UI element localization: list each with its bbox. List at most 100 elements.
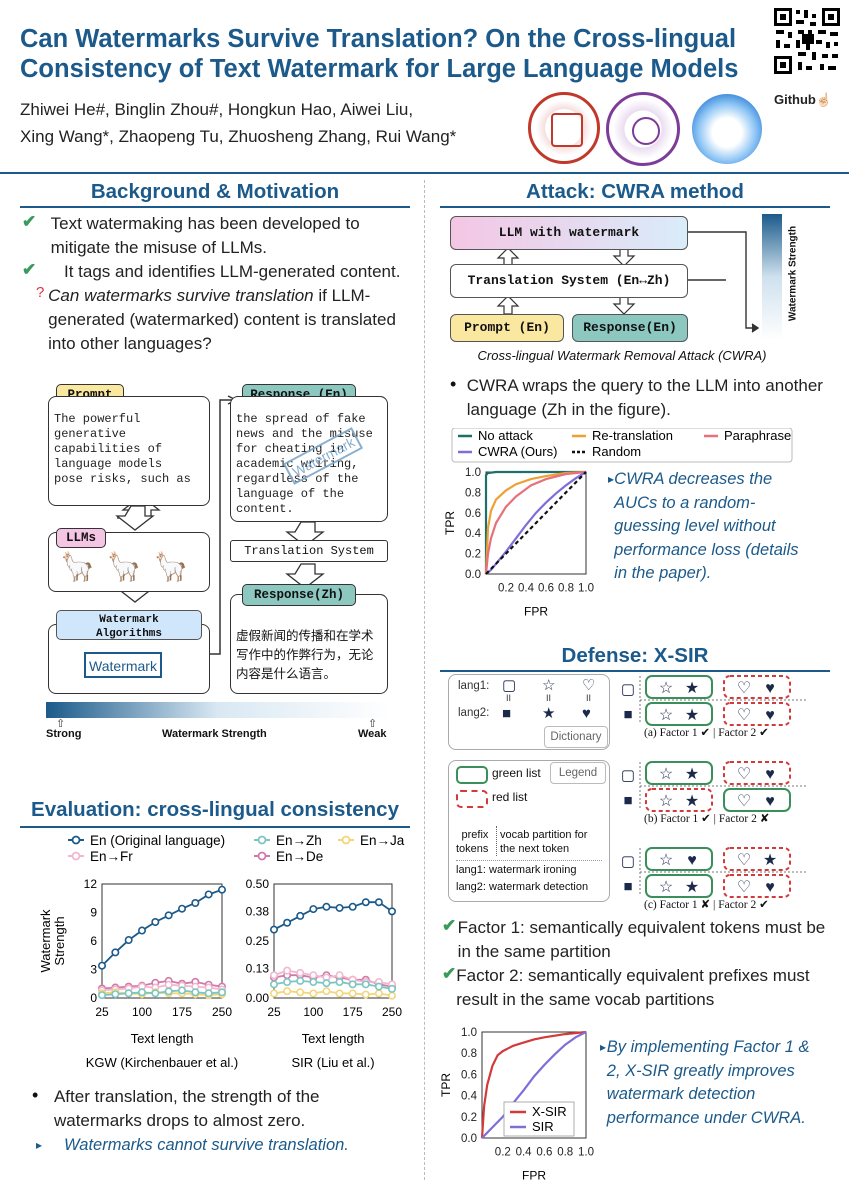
series-line xyxy=(273,990,393,997)
token-glyph: ♥ xyxy=(765,707,775,724)
github-link[interactable]: Github☝🏻 xyxy=(774,92,833,107)
legend-marker xyxy=(341,835,351,845)
square-outline-icon: ▢ xyxy=(621,681,635,698)
green-list-swatch xyxy=(456,766,488,784)
token-glyph: ★ xyxy=(685,766,699,783)
evaluation-note: ▸ Watermarks cannot survive translation. xyxy=(36,1134,416,1158)
legend-marker xyxy=(71,835,81,845)
response-en-box: Response(En) xyxy=(572,314,688,342)
data-point xyxy=(270,971,279,980)
token-glyph: ☆ xyxy=(659,680,673,697)
x-tick-label: 175 xyxy=(343,1005,363,1019)
y-tick-label: 6 xyxy=(90,934,97,948)
lang1-label: lang1: xyxy=(458,680,490,692)
data-point xyxy=(164,987,173,996)
legend-label: X-SIR xyxy=(532,1104,567,1119)
heart-filled-icon: ♥ xyxy=(582,705,591,722)
title-line-1: Can Watermarks Survive Translation? On t… xyxy=(20,25,737,53)
data-point xyxy=(124,936,133,945)
prefix-tokens-label: prefix tokens xyxy=(456,829,489,855)
factor-bullets: ✔ Factor 1: semantically equivalent toke… xyxy=(442,916,832,1012)
series-line-cwra-ours- xyxy=(485,471,587,575)
legend-label: En→Fr xyxy=(90,849,133,864)
green-list-box xyxy=(645,761,713,785)
check-icon: ✔ xyxy=(22,212,37,231)
token-glyph: ☆ xyxy=(659,879,673,896)
data-point xyxy=(124,989,133,998)
data-point xyxy=(283,918,292,927)
data-point xyxy=(283,978,292,987)
strength-label: Watermark Strength xyxy=(162,728,267,740)
data-point xyxy=(348,989,357,998)
data-point xyxy=(309,905,318,914)
legend-label: Paraphrase xyxy=(724,428,791,443)
star-filled-icon: ★ xyxy=(542,705,556,722)
watermark-algorithms-tag: Watermark Algorithms xyxy=(56,610,202,640)
red-list-swatch xyxy=(456,790,488,808)
data-point xyxy=(309,971,318,980)
strength-vertical-label: Watermark Strength xyxy=(787,225,799,322)
x-axis-label: Text length xyxy=(131,1031,194,1046)
green-list-box xyxy=(723,788,791,812)
prompt-box xyxy=(48,396,210,506)
green-list-box xyxy=(645,702,713,726)
data-point xyxy=(98,961,107,970)
response-en-text: the spread of fake news and the misuse f… xyxy=(236,412,373,516)
background-diagram: Prompt The powerful generative capabilit… xyxy=(46,384,392,744)
check-icon: ✔ xyxy=(442,916,457,935)
triangle-icon: ▸ xyxy=(600,1040,607,1054)
y-tick-label: 1.0 xyxy=(461,1027,477,1039)
response-zh-tag: Response(Zh) xyxy=(242,584,356,606)
weak-arrow-icon: ⇧ xyxy=(368,718,378,730)
data-point xyxy=(335,971,344,980)
y-tick-label: 0.4 xyxy=(461,1091,478,1103)
y-tick-label: 0.8 xyxy=(465,487,481,499)
legend-tag: Legend xyxy=(550,762,606,784)
token-glyph: ♥ xyxy=(765,766,775,783)
token-glyph: ♡ xyxy=(737,707,751,724)
token-glyph: ♥ xyxy=(765,793,775,810)
y-tick-label: 0.6 xyxy=(465,508,481,520)
header-divider xyxy=(0,172,849,174)
y-tick-label: 0.4 xyxy=(465,528,482,540)
data-point xyxy=(374,898,383,907)
series-line xyxy=(273,901,393,931)
data-point xyxy=(361,980,370,989)
x-axis-label: FPR xyxy=(522,1169,546,1183)
legend-label: En (Original language) xyxy=(90,833,225,848)
data-point xyxy=(138,988,147,997)
qr-code[interactable] xyxy=(772,6,842,76)
check-icon: ✔ xyxy=(22,260,37,279)
data-point xyxy=(296,976,305,985)
series-line xyxy=(273,969,393,986)
plot-frame xyxy=(481,1031,587,1139)
background-bullets: ✔ Text watermaking has been developed to… xyxy=(22,212,412,356)
series-line-random xyxy=(485,471,587,575)
legend-marker xyxy=(257,851,267,861)
strength-weak-label: Weak xyxy=(358,728,387,740)
factor-2-bullet: ✔ Factor 2: semantically equivalent pref… xyxy=(442,964,832,1012)
square-filled-icon: ■ xyxy=(623,792,632,809)
prompt-text: The powerful generative capabilities of … xyxy=(54,412,191,486)
x-tick-label: 0.8 xyxy=(558,583,574,595)
caption-a: (a) Factor 1 ✔ | Factor 2 ✔ xyxy=(644,727,769,739)
section-underline xyxy=(20,206,410,208)
data-point xyxy=(178,986,187,995)
data-point xyxy=(361,990,370,999)
data-point xyxy=(283,987,292,996)
data-point xyxy=(296,988,305,997)
red-list-box xyxy=(723,702,791,726)
y-tick-label: 0.25 xyxy=(246,934,270,948)
square-filled-icon: ■ xyxy=(623,878,632,895)
caption-b: (b) Factor 1 ✔ | Factor 2 ✘ xyxy=(644,813,770,825)
response-en-box xyxy=(230,396,388,522)
lang1-desc: lang1: watermark ironing xyxy=(456,864,577,876)
title-line-2: Consistency of Text Watermark for Large … xyxy=(20,55,739,83)
series-line-paraphrase xyxy=(484,470,587,575)
x-tick-label: 0.6 xyxy=(538,583,554,595)
data-point xyxy=(270,925,279,934)
authors: Zhiwei He#, Binglin Zhou#, Hongkun Hao, … xyxy=(20,96,456,150)
legend-label: En→Zh xyxy=(276,833,322,848)
plot-frame xyxy=(273,883,393,999)
